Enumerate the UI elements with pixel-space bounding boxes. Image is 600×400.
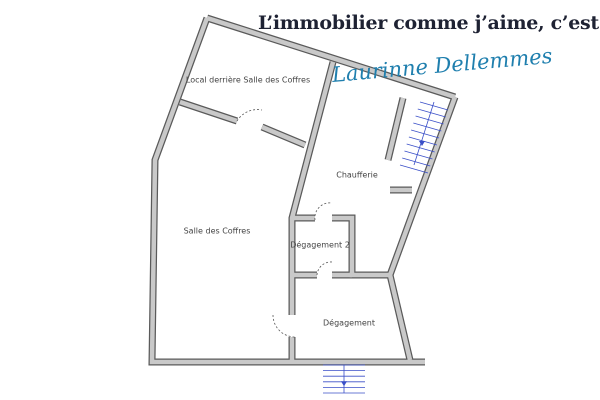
door-swings <box>236 109 333 338</box>
wall <box>149 17 425 365</box>
wall <box>206 15 456 100</box>
room-label-chaufferie: Chaufferie <box>336 170 378 180</box>
stair-step <box>419 101 449 111</box>
room-label-degagement-2: Dégagement 2 <box>290 240 350 250</box>
stairs-upper <box>399 101 449 174</box>
wall <box>332 215 390 278</box>
door-swing-local <box>236 109 263 122</box>
stair-step <box>406 143 435 153</box>
stairs-entrance <box>323 364 365 394</box>
stair-direction-arrow-icon <box>341 381 347 387</box>
wall <box>385 97 406 161</box>
door-swing-degagement2-top <box>314 202 333 221</box>
door-swing-degagement2-bottom <box>316 261 333 276</box>
stair-step <box>399 164 429 174</box>
room-label-salle-des-coffres: Salle des Coffres <box>183 226 251 236</box>
wall <box>387 274 413 361</box>
stair-step <box>402 157 431 167</box>
stair-direction-arrow-icon <box>419 140 425 146</box>
tagline: L’immobilier comme j’aime, c’est <box>258 12 599 34</box>
stair-step <box>417 108 446 118</box>
stair-step <box>404 150 433 160</box>
walls <box>148 14 459 366</box>
door-swing-salle <box>272 314 296 338</box>
stair-centerline <box>413 101 435 166</box>
stair-step <box>415 115 444 125</box>
stair-step <box>411 129 440 139</box>
wall <box>387 96 458 276</box>
room-label-degagement: Dégagement <box>323 318 375 328</box>
wall <box>261 124 306 148</box>
wall <box>179 99 238 124</box>
stair-step <box>413 122 442 132</box>
room-label-local: Local derrière Salle des Coffres <box>185 75 311 85</box>
